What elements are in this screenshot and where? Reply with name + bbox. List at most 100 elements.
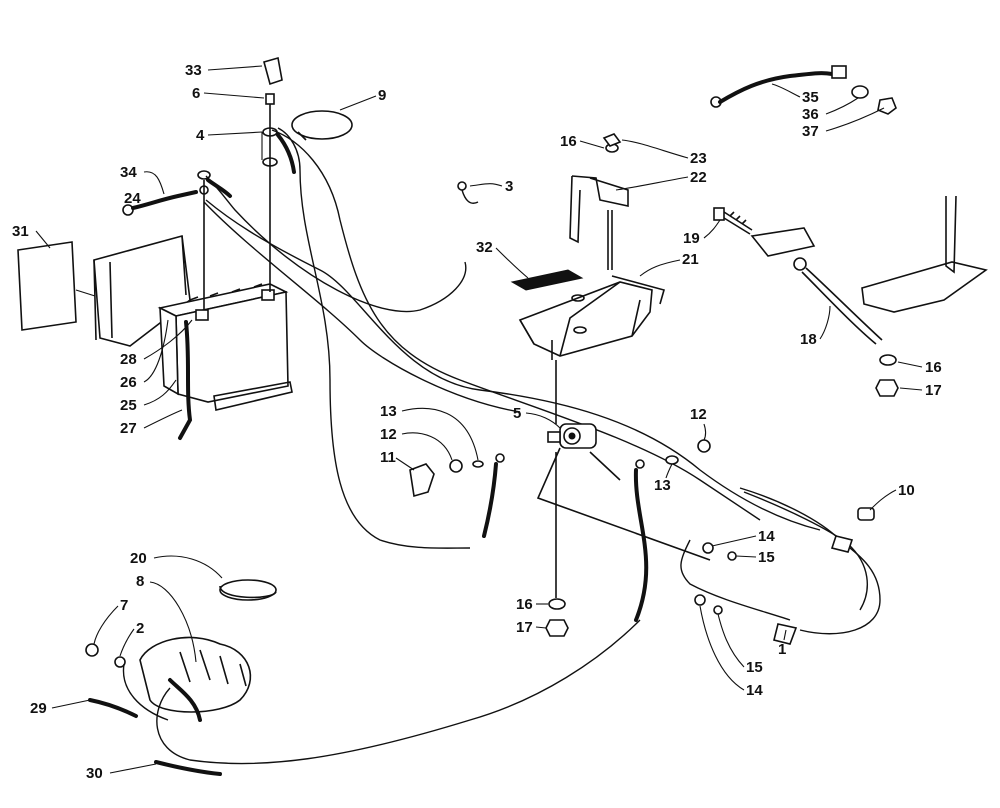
callout-3: 3: [469, 178, 513, 195]
callouts: 33 6 9 4 34 24 3 31 28 26 25 27 16 23 22…: [12, 62, 942, 782]
callout-17-bottom: 17: [516, 619, 547, 636]
svg-text:29: 29: [30, 700, 47, 717]
svg-text:14: 14: [758, 528, 775, 545]
svg-text:15: 15: [758, 549, 775, 566]
part-35-cable: [710, 65, 897, 115]
svg-text:14: 14: [746, 682, 763, 699]
svg-text:28: 28: [120, 351, 137, 368]
svg-text:20: 20: [130, 550, 147, 567]
callout-29: 29: [30, 699, 91, 717]
callout-1: 1: [778, 629, 787, 658]
callout-22: 22: [615, 169, 707, 191]
callout-33: 33: [185, 62, 263, 79]
part-3-cable: [457, 181, 479, 204]
callout-18: 18: [800, 305, 831, 348]
svg-text:1: 1: [778, 641, 786, 658]
callout-4: 4: [196, 127, 263, 160]
svg-text:36: 36: [802, 106, 819, 123]
part-32-pad: [510, 269, 584, 291]
callout-12-left: 12: [380, 426, 453, 461]
svg-text:5: 5: [513, 405, 521, 422]
svg-text:27: 27: [120, 420, 137, 437]
svg-text:9: 9: [378, 87, 386, 104]
callout-37: 37: [802, 107, 885, 140]
svg-text:2: 2: [136, 620, 144, 637]
callout-14-lower: 14: [699, 605, 763, 699]
svg-text:32: 32: [476, 239, 493, 256]
svg-text:18: 18: [800, 331, 817, 348]
svg-text:15: 15: [746, 659, 763, 676]
part-31-battery-pad: [17, 241, 96, 331]
svg-text:24: 24: [124, 190, 141, 207]
svg-text:35: 35: [802, 89, 819, 106]
terminal-stack: [197, 56, 283, 310]
callout-20: 20: [130, 550, 223, 579]
callout-8: 8: [136, 573, 197, 663]
main-harness: [203, 127, 821, 549]
battery: [157, 283, 293, 411]
svg-text:33: 33: [185, 62, 202, 79]
callout-27: 27: [120, 409, 183, 437]
svg-text:7: 7: [120, 597, 128, 614]
callout-15-upper: 15: [735, 549, 775, 566]
svg-text:16: 16: [925, 359, 942, 376]
callout-35: 35: [771, 83, 819, 106]
part-19-bolt: [713, 207, 753, 235]
callout-21: 21: [639, 251, 699, 277]
solenoid-mount-hardware: [545, 598, 569, 637]
right-harness: [680, 487, 881, 645]
callout-17-right: 17: [899, 382, 942, 399]
callout-13-right: 13: [654, 463, 673, 494]
callout-9: 9: [339, 87, 386, 111]
callout-13-left: 13: [380, 403, 479, 461]
svg-text:25: 25: [120, 397, 137, 414]
part-22-bracket: [569, 133, 629, 270]
svg-text:13: 13: [654, 477, 671, 494]
callout-19: 19: [683, 219, 721, 247]
svg-text:16: 16: [560, 133, 577, 150]
part-9-clamp-band: [291, 110, 353, 141]
svg-text:17: 17: [516, 619, 533, 636]
svg-text:6: 6: [192, 85, 200, 102]
callout-28: 28: [120, 319, 193, 368]
svg-text:11: 11: [380, 449, 396, 466]
callout-31: 31: [12, 223, 51, 249]
right-mount-bracket: [750, 195, 988, 397]
callout-10: 10: [869, 482, 915, 511]
svg-text:16: 16: [516, 596, 533, 613]
callout-15-lower: 15: [717, 613, 763, 676]
svg-text:31: 31: [12, 223, 29, 240]
part-5-solenoid: [536, 360, 711, 598]
solenoid-cable: [482, 453, 649, 622]
callout-34: 34: [120, 164, 165, 195]
callout-11: 11: [380, 449, 415, 471]
svg-text:3: 3: [505, 178, 513, 195]
callout-16-bottom: 16: [516, 596, 548, 613]
svg-text:10: 10: [898, 482, 915, 499]
callout-16-top: 16: [560, 133, 605, 150]
svg-text:23: 23: [690, 150, 707, 167]
callout-5: 5: [513, 405, 561, 429]
svg-text:37: 37: [802, 123, 819, 140]
callout-30: 30: [86, 763, 157, 782]
part-21-battery-tray: [518, 275, 665, 360]
callout-6: 6: [192, 85, 265, 102]
callout-24: 24: [124, 190, 141, 207]
callout-26: 26: [120, 319, 169, 391]
callout-12-right: 12: [690, 406, 707, 441]
svg-text:30: 30: [86, 765, 103, 782]
svg-text:13: 13: [380, 403, 397, 420]
callout-32: 32: [476, 239, 529, 279]
svg-text:4: 4: [196, 127, 205, 144]
callout-25: 25: [120, 379, 177, 414]
svg-text:12: 12: [380, 426, 397, 443]
callout-7: 7: [93, 597, 128, 645]
svg-text:19: 19: [683, 230, 700, 247]
starter-assembly: [85, 579, 641, 776]
callout-2: 2: [119, 620, 144, 657]
callout-14-upper: 14: [711, 528, 775, 547]
svg-text:8: 8: [136, 573, 144, 590]
svg-text:17: 17: [925, 382, 942, 399]
callout-36: 36: [802, 97, 859, 123]
